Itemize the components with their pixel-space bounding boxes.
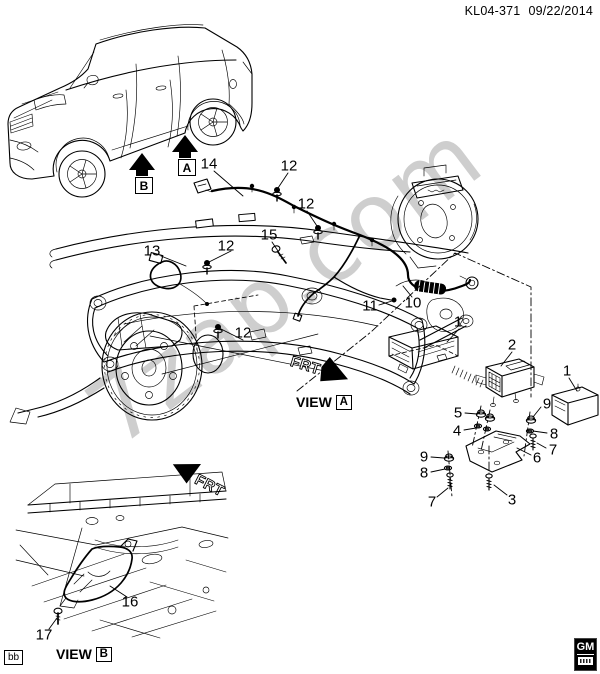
header: KL04-371 09/22/2014 — [457, 4, 593, 18]
module-parts — [296, 252, 599, 498]
callout-11: 11 — [362, 297, 378, 315]
bracket-6 — [465, 430, 531, 473]
view-a-letter: A — [335, 394, 352, 410]
gm-logo-band — [578, 657, 593, 665]
callout-8: 8 — [549, 425, 559, 443]
callout-3: 3 — [507, 491, 517, 509]
callout-16: 16 — [121, 593, 139, 611]
gm-logo-text: GM — [576, 641, 595, 655]
view-b-letter: B — [95, 646, 112, 662]
bb-plate: bb — [4, 650, 24, 665]
mounting-screw-thread — [451, 365, 484, 388]
callout-2: 2 — [507, 336, 517, 354]
view-b-word: VIEW — [56, 646, 92, 662]
vehicle-illustration — [7, 24, 253, 198]
leader-lines — [48, 170, 578, 630]
callout-12: 12 — [297, 195, 315, 213]
subframe-illustration — [9, 270, 474, 425]
bolt-12d — [213, 323, 223, 339]
bolt-7-right — [529, 433, 537, 451]
callout-10: 10 — [404, 294, 422, 312]
header-date: 09/22/2014 — [528, 4, 593, 18]
frt-label-a: FRT — [288, 353, 322, 378]
arrow-label-b: B — [135, 177, 153, 194]
arrow-label-a: A — [178, 159, 196, 176]
harness-connector-14 — [193, 178, 212, 194]
washer-4 — [473, 423, 483, 429]
callout-6: 6 — [532, 449, 542, 467]
view-a-word: VIEW — [296, 394, 332, 410]
wiring-harness — [49, 178, 479, 339]
callout-4: 4 — [452, 422, 462, 440]
view-b-illustration — [15, 471, 229, 639]
cover-1-left — [388, 325, 459, 374]
bolt-7-left — [446, 472, 454, 490]
direction-arrow-b — [129, 153, 155, 176]
direction-arrow-a — [172, 135, 198, 158]
callout-15: 15 — [260, 226, 278, 244]
nut-9-right — [525, 415, 537, 424]
callout-9: 9 — [419, 448, 429, 466]
bolt-12b — [313, 224, 323, 240]
nut-5 — [475, 409, 487, 418]
callout-1: 1 — [453, 313, 463, 331]
callout-9: 9 — [542, 395, 552, 413]
region-boundary — [296, 252, 532, 398]
frt-label-b: FRT — [192, 471, 227, 500]
gm-logo: GM — [574, 638, 597, 671]
abs-module-2 — [475, 358, 545, 407]
callout-8: 8 — [419, 464, 429, 482]
callout-5: 5 — [453, 404, 463, 422]
callout-12: 12 — [280, 157, 298, 175]
brake-disc — [101, 294, 259, 421]
callout-12: 12 — [234, 324, 252, 342]
callout-17: 17 — [35, 626, 53, 644]
callout-13: 13 — [143, 242, 161, 260]
cover-1-right — [551, 383, 599, 426]
callout-14: 14 — [200, 155, 218, 173]
sensor-15 — [271, 245, 287, 264]
callout-1: 1 — [562, 362, 572, 380]
header-code: KL04-371 — [464, 4, 521, 18]
bolt-17 — [53, 607, 63, 625]
washer-8-left — [443, 465, 453, 471]
backing-plate — [390, 164, 479, 269]
callout-7: 7 — [427, 493, 437, 511]
frt-arrow-a: FRT — [288, 353, 349, 382]
callout-7: 7 — [548, 441, 558, 459]
abs-sensor-wire-13 — [149, 260, 182, 290]
bracket-16 — [59, 538, 138, 609]
bolt-3 — [485, 473, 493, 491]
callout-12: 12 — [217, 237, 235, 255]
